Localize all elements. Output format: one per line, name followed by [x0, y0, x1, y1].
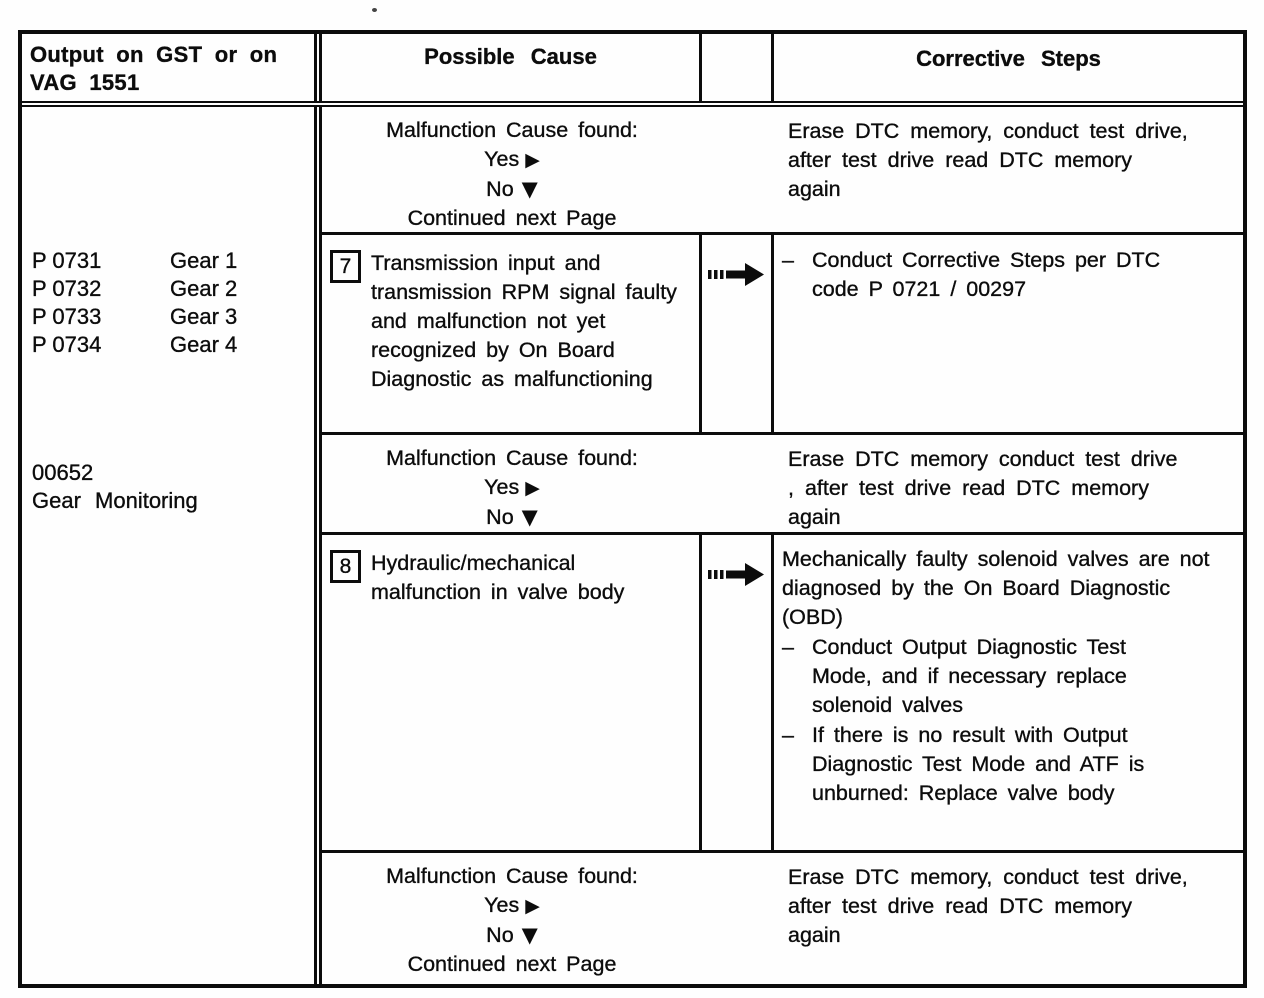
yes-right-arrow-icon: ▶ [525, 895, 540, 917]
dash-bullet: – [782, 723, 794, 747]
possible-cause-cell: 7 Transmission input and transmission RP… [322, 235, 702, 432]
corrective-text: If there is no result with Output Diagno… [812, 723, 1145, 805]
group-code-block: 00652 Gear Monitoring [32, 459, 308, 515]
corrective-item: – Conduct Corrective Steps per DTC code … [782, 246, 1239, 304]
corrective-cell: Erase DTC memory, conduct test drive, af… [780, 853, 1243, 984]
decision-yes-line: Yes▶ [322, 891, 702, 921]
corrective-text: Conduct Output Diagnostic Test Mode, and… [812, 635, 1127, 717]
dash-bullet: – [782, 248, 794, 272]
arrow-cell [702, 235, 774, 432]
dtc-gear-label: Gear 1 [170, 248, 238, 273]
output-codes-cell: P 0731 Gear 1 P 0732 Gear 2 P 0733 Gear … [22, 107, 322, 984]
table-header-row: Output on GST or on VAG 1551 Possible Ca… [22, 34, 1243, 107]
dash-bullet: – [782, 635, 794, 659]
striped-pointer-arrow-icon [707, 563, 764, 586]
dtc-code: P 0734 [32, 332, 102, 357]
dtc-code: P 0731 [32, 248, 102, 273]
cause-row-7: 7 Transmission input and transmission RP… [322, 235, 1243, 435]
dtc-code-row: P 0732 Gear 2 [32, 275, 308, 303]
dtc-code-row: P 0731 Gear 1 [32, 247, 308, 275]
decision-row-1: Malfunction Cause found: Yes▶ No ▼ Contin… [322, 107, 1243, 235]
table-body: P 0731 Gear 1 P 0732 Gear 2 P 0733 Gear … [22, 107, 1243, 984]
no-down-arrow-icon: ▼ [521, 177, 538, 201]
dtc-code-row: P 0733 Gear 3 [32, 303, 308, 331]
decision-yes-line: Yes▶ [322, 145, 702, 175]
yes-right-arrow-icon: ▶ [525, 149, 540, 171]
cause-steps-rows: Malfunction Cause found: Yes▶ No▼ Contin… [322, 107, 1243, 984]
decision-no-line: No ▼ [322, 921, 702, 950]
continued-next-page: Continued next Page [407, 952, 617, 976]
corrective-cell: Mechanically faulty solenoid valves are … [774, 535, 1243, 850]
corrective-text: Erase DTC memory, conduct test drive, af… [788, 119, 1188, 201]
decision-title: Malfunction Cause found: [386, 446, 638, 470]
decision-title: Malfunction Cause found: [386, 864, 638, 888]
yes-right-arrow-icon: ▶ [525, 477, 540, 499]
cause-text: Hydraulic/mechanical malfunction in valv… [371, 551, 625, 604]
corrective-text: Conduct Corrective Steps per DTC code P … [812, 248, 1161, 301]
dtc-code-row: P 0734 Gear 4 [32, 331, 308, 359]
decision-row-2: Malfunction Cause found: Yes▶ No ▼ Erase … [322, 435, 1243, 535]
cause-number-box: 7 [330, 250, 361, 283]
dtc-gear-label: Gear 4 [170, 332, 238, 357]
spacer-cell [702, 107, 780, 232]
spacer-cell [702, 435, 780, 532]
header-output-gst: Output on GST or on VAG 1551 [22, 34, 322, 101]
decision-no-line: No ▼ [322, 175, 702, 204]
no-down-arrow-icon: ▼ [521, 923, 538, 947]
corrective-cell: Erase DTC memory, conduct test drive, af… [780, 107, 1243, 232]
arrow-cell [702, 535, 774, 850]
cause-number-box: 8 [330, 550, 361, 583]
corrective-item: – Conduct Output Diagnostic Test Mode, a… [782, 633, 1239, 720]
striped-pointer-arrow-icon [707, 263, 764, 286]
continued-next-page: Continued next Page [407, 206, 617, 230]
decision-cell: Malfunction Cause found: Yes▶ No ▼ [322, 435, 702, 532]
dtc-code: P 0733 [32, 304, 102, 329]
corrective-text: Erase DTC memory conduct test drive , af… [788, 447, 1178, 529]
corrective-cell: – Conduct Corrective Steps per DTC code … [774, 235, 1243, 432]
group-code: 00652 [32, 460, 94, 485]
dtc-code-list: P 0731 Gear 1 P 0732 Gear 2 P 0733 Gear … [32, 247, 308, 359]
corrective-item: – If there is no result with Output Diag… [782, 721, 1239, 808]
dtc-gear-label: Gear 3 [170, 304, 238, 329]
diagnostic-table: Output on GST or on VAG 1551 Possible Ca… [18, 30, 1247, 988]
scan-artifact [372, 8, 377, 12]
corrective-text: Erase DTC memory, conduct test drive, af… [788, 865, 1188, 947]
yes-label: Yes [484, 147, 520, 171]
dtc-code: P 0732 [32, 276, 102, 301]
corrective-intro: Mechanically faulty solenoid valves are … [782, 547, 1210, 629]
decision-row-3: Malfunction Cause found: Yes▶ No ▼ Contin… [322, 853, 1243, 984]
header-possible-cause: Possible Cause [322, 34, 702, 101]
corrective-cell: Erase DTC memory conduct test drive , af… [780, 435, 1243, 532]
dtc-gear-label: Gear 2 [170, 276, 238, 301]
yes-label: Yes [484, 893, 520, 917]
decision-title: Malfunction Cause found: [386, 118, 638, 142]
no-label: No [486, 177, 514, 201]
cause-row-8: 8 Hydraulic/mechanical malfunction in va… [322, 535, 1243, 853]
cause-text: Transmission input and transmission RPM … [371, 251, 677, 391]
spacer-cell [702, 853, 780, 984]
header-arrow-column [702, 34, 774, 101]
decision-cell: Malfunction Cause found: Yes▶ No ▼ Contin… [322, 107, 702, 232]
decision-yes-line: Yes▶ [322, 473, 702, 503]
no-label: No [486, 923, 514, 947]
decision-cell: Malfunction Cause found: Yes▶ No ▼ Contin… [322, 853, 702, 984]
decision-no-line: No ▼ [322, 503, 702, 532]
possible-cause-cell: 8 Hydraulic/mechanical malfunction in va… [322, 535, 702, 850]
no-down-arrow-icon: ▼ [521, 505, 538, 529]
group-label: Gear Monitoring [32, 488, 198, 513]
yes-label: Yes [484, 475, 520, 499]
header-output-line2: VAG 1551 [30, 70, 140, 95]
header-corrective-steps: Corrective Steps [916, 46, 1101, 71]
header-output-line1: Output on GST or on [30, 42, 278, 67]
no-label: No [486, 505, 514, 529]
